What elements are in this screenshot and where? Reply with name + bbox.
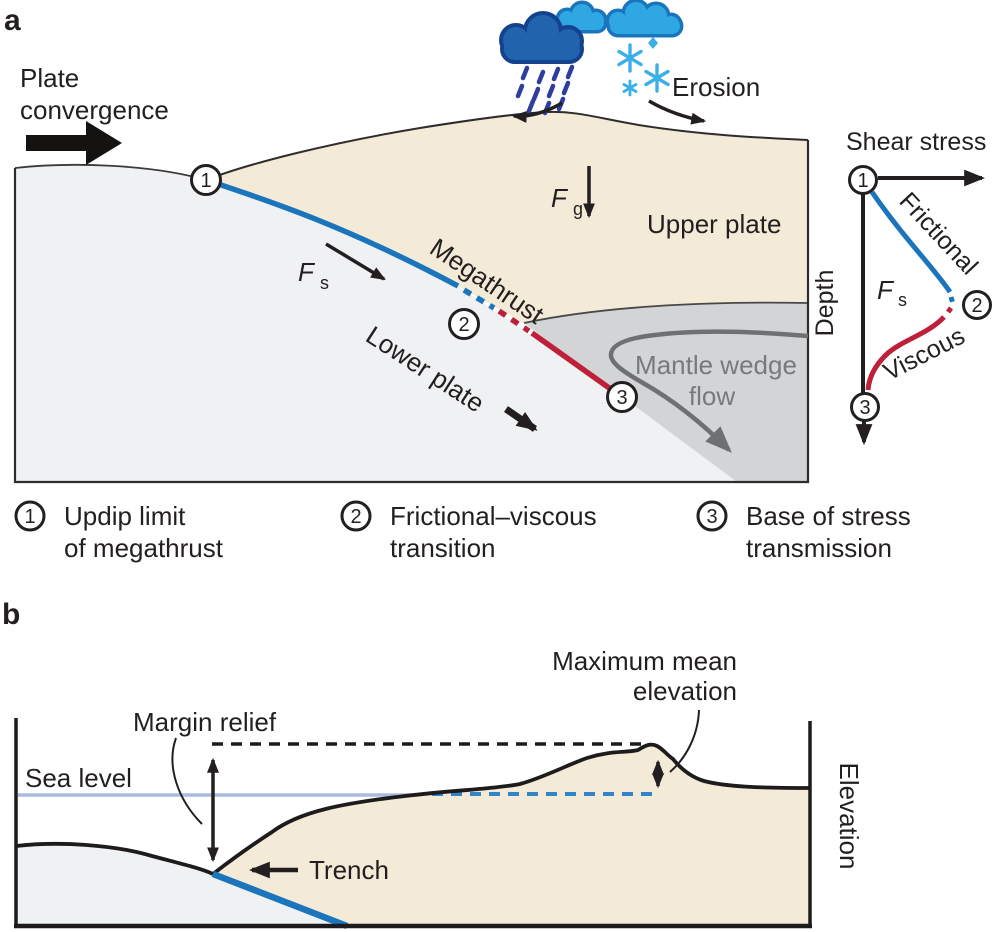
stress-depth-plot: Shear stress Depth Frictional Viscous F … — [811, 128, 992, 446]
plot-marker-2-number: 2 — [971, 295, 982, 317]
upper-plate-label: Upper plate — [647, 209, 781, 239]
frictional-curve-dashed — [948, 296, 956, 305]
marker-2: 2 — [448, 308, 480, 340]
erosion-arrow-right — [648, 99, 707, 125]
trench-label: Trench — [309, 855, 389, 885]
plot-marker-3: 3 — [850, 392, 880, 422]
erosion-arrow-left — [511, 101, 563, 123]
legend-3-line2: transmission — [746, 533, 892, 563]
megathrust-blue-dashed — [462, 287, 496, 311]
fs-subscript: s — [320, 273, 329, 293]
marker-3-number: 3 — [616, 387, 627, 409]
marker-3: 3 — [606, 381, 638, 413]
margin-relief-pointer — [171, 737, 203, 825]
mantle-wedge-region — [524, 302, 808, 482]
marker-1-number: 1 — [200, 170, 211, 192]
legend-2-line2: transition — [390, 533, 496, 563]
lower-plate-surface-line — [14, 164, 207, 181]
plot-fs-subscript: s — [898, 290, 907, 310]
margin-relief-label: Margin relief — [133, 707, 277, 737]
upper-plate-region — [206, 111, 808, 324]
shear-stress-axis-label: Shear stress — [846, 128, 986, 156]
frictional-label: Frictional — [894, 187, 984, 280]
panel-b-label: b — [2, 598, 20, 631]
panel-a-border — [13, 140, 810, 484]
panel-b: b Margin relief Sea level Trench Maximum… — [2, 598, 864, 930]
max-mean-elevation-line2: elevation — [633, 676, 737, 706]
frictional-curve — [869, 190, 953, 294]
elevation-axis-label: Elevation — [834, 763, 864, 870]
upper-plate-region-b — [213, 744, 810, 926]
depth-axis-label: Depth — [811, 270, 839, 337]
light-cloud-large-icon — [605, 0, 684, 38]
max-mean-elevation-line1: Maximum mean — [552, 646, 737, 676]
snowflakes-icon — [617, 37, 670, 97]
mantle-wedge-top-line — [523, 301, 809, 324]
megathrust-viscous-line — [530, 330, 614, 393]
topography-line-b — [211, 742, 811, 876]
mantle-flow-arrow — [608, 329, 809, 453]
sea-level-label: Sea level — [25, 763, 132, 793]
legend: 1 Updip limit of megathrust 2 Frictional… — [14, 500, 911, 563]
megathrust-frictional-line — [205, 177, 460, 289]
viscous-curve — [865, 315, 946, 391]
plot-marker-3-number: 3 — [859, 397, 870, 419]
plot-marker-2: 2 — [962, 290, 992, 320]
legend-item-3: 3 Base of stress transmission — [696, 500, 911, 563]
fs-label: F — [298, 257, 316, 287]
megathrust-red-dashed — [497, 308, 531, 334]
mantle-wedge-label-line1: Mantle wedge — [635, 350, 797, 380]
lower-plate-motion-arrow — [504, 406, 538, 432]
legend-3-line1: Base of stress — [746, 501, 911, 531]
fg-label: F — [551, 183, 569, 213]
legend-item-2: 2 Frictional–viscous transition — [340, 500, 597, 563]
fs-arrow — [325, 242, 386, 281]
legend-item-1: 1 Updip limit of megathrust — [14, 500, 224, 563]
mantle-wedge-label-line2: flow — [689, 381, 735, 411]
megathrust-line-b — [211, 870, 349, 930]
rain-cloud-icon — [499, 11, 584, 64]
rain-icon — [515, 64, 575, 116]
plate-convergence-line1: Plate — [20, 63, 79, 93]
fg-subscript: g — [573, 199, 583, 219]
legend-marker-3: 3 — [706, 506, 717, 528]
plate-convergence-arrow-icon — [26, 121, 122, 165]
marker-2-number: 2 — [458, 314, 469, 336]
oceanic-plate-region-b — [16, 843, 347, 926]
ocean-floor-line — [15, 842, 214, 876]
legend-1-line2: of megathrust — [64, 533, 224, 563]
max-mean-elevation-pointer — [669, 709, 700, 773]
legend-1-line1: Updip limit — [64, 501, 186, 531]
legend-marker-2: 2 — [350, 506, 361, 528]
plate-convergence-line2: convergence — [20, 95, 169, 125]
viscous-curve-dashed — [943, 306, 954, 317]
erosion-label: Erosion — [672, 72, 760, 102]
legend-2-line1: Frictional–viscous — [390, 501, 597, 531]
panel-a: a Mantle wedge flow Plate convergence — [4, 0, 992, 563]
marker-1: 1 — [190, 164, 222, 196]
plot-marker-1: 1 — [848, 165, 878, 195]
legend-marker-1: 1 — [24, 506, 35, 528]
lower-plate-region — [15, 164, 737, 482]
plot-marker-1-number: 1 — [857, 170, 868, 192]
panel-a-label: a — [4, 4, 21, 37]
plot-fs-label: F — [877, 275, 895, 305]
